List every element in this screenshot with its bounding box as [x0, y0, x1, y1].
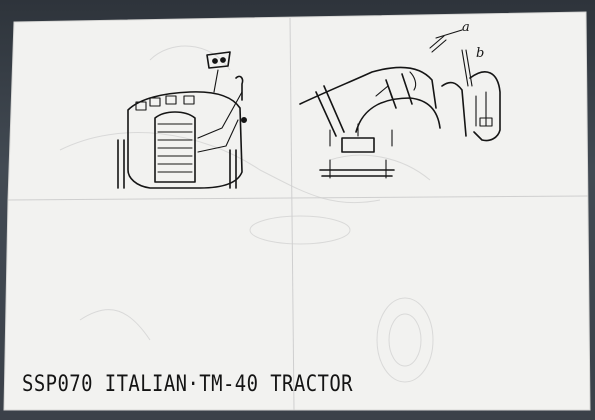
paper-sheet [3, 11, 591, 411]
diagram-cab-frame [299, 29, 501, 179]
fold-horizontal [7, 195, 589, 201]
part-label-b: b [476, 46, 485, 61]
show-through-artwork [59, 45, 434, 383]
diagram-rear-seat [117, 51, 247, 189]
fold-vertical [289, 17, 295, 411]
sheet-caption: SSP070 ITALIAN·TM-40 TRACTOR [22, 372, 353, 397]
part-label-a: a [462, 20, 470, 35]
